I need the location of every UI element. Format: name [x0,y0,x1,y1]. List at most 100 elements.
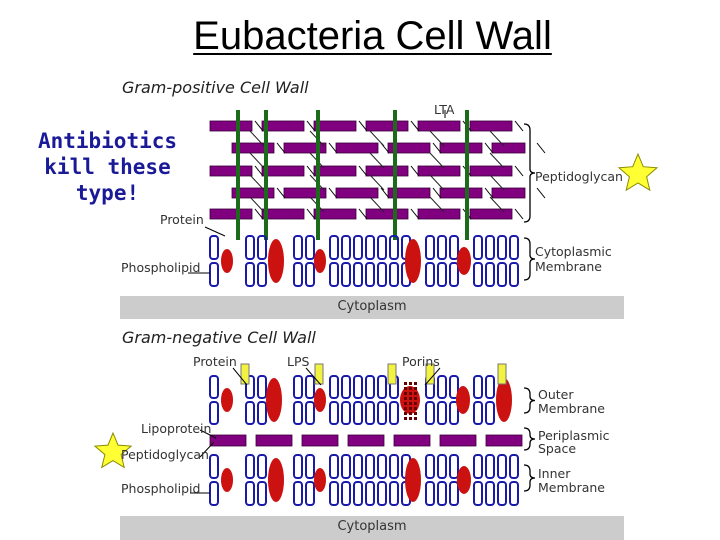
gp-phospholipid [257,262,267,287]
gn-inner-phospholipid [293,454,303,479]
porin-dot [404,392,407,395]
gp-phospholipid [305,235,315,260]
porin-dot [414,412,417,415]
gn-inner-phospholipid [353,454,363,479]
gp-phospholipid [257,235,267,260]
gp-phospholipid [485,235,495,260]
gn-inner-protein [268,458,284,502]
gp-phospholipid [365,235,375,260]
gn-outer-phospholipid [245,375,255,399]
gp-peptidoglycan-layer [209,120,546,220]
gn-outer-phospholipid [353,375,363,399]
gn-outer-phospholipid [341,375,351,399]
peptide-crosslink [429,130,445,147]
gn-inner-phospholipid [329,454,339,479]
peptidoglycan-strand [283,187,327,199]
gn-inner-phospholipid [497,454,507,479]
peptidoglycan-strand [387,187,431,199]
pointer-line [199,429,217,439]
peptidoglycan-strand [335,142,379,154]
peptidoglycan-strand [335,187,379,199]
gn-inner-phospholipid [245,481,255,506]
peptide-crosslink [369,196,385,213]
peptide-crosslink [432,142,442,154]
peptide-crosslink [484,187,494,199]
gn-outer-phospholipid [437,375,447,399]
porin-dot [409,382,412,385]
gn-inner-protein [457,466,471,494]
lps-chain [314,363,324,385]
gp-phospholipid [209,262,219,287]
gp-heading: Gram-positive Cell Wall [122,78,309,97]
gn-outer-phospholipid [485,401,495,425]
peptide-crosslink [249,196,265,213]
peptide-crosslink [380,187,390,199]
peptidoglycan-strand [209,120,253,132]
peptidoglycan-strand [209,208,253,220]
peptide-crosslink [328,187,338,199]
gp-phospholipid [293,262,303,287]
peptide-crosslink [536,187,546,199]
gp-phospholipid-label: Phospholipid [121,260,201,275]
porin-dot [414,402,417,405]
gp-phospholipid [341,262,351,287]
gn-cytoplasm-label: Cytoplasm [337,519,407,534]
gn-outer-phospholipid [377,401,387,425]
gn-inner-membrane [209,454,519,506]
gn-peptidoglycan-layer [209,434,523,447]
gp-cytoplasmic-membrane [209,235,519,287]
gn-porin [404,382,417,420]
porin-dot [404,397,407,400]
gn-inner-phospholipid [245,454,255,479]
peptide-crosslink [306,208,316,220]
gn-inner-phospholipid [389,454,399,479]
gp-cytoplasm-band [120,296,624,319]
gn-protein-label: Protein [193,354,237,369]
peptide-crosslink [369,152,385,169]
peptidoglycan-strand [283,142,327,154]
gp-phospholipid [245,262,255,287]
lps-chain [387,363,397,385]
gn-inner-phospholipid [353,481,363,506]
gn-outer-phospholipid [449,401,459,425]
brace-icon [523,427,536,451]
porin-dot [414,382,417,385]
gn-peptidoglycan-strand [255,434,293,447]
gn-inner-phospholipid [305,454,315,479]
peptidoglycan-strand [469,165,513,177]
gp-phospholipid [425,235,435,260]
peptide-crosslink [489,174,505,191]
brace-icon [523,237,536,281]
gn-inner-phospholipid [509,481,519,506]
gp-phospholipid [437,235,447,260]
peptide-crosslink [410,208,420,220]
gp-phospholipid [209,235,219,260]
gn-inner-phospholipid [389,481,399,506]
gn-inner-phospholipid [437,454,447,479]
gp-cytoplasmic-label-2: Membrane [535,259,602,274]
peptidoglycan-strand [313,120,357,132]
gp-cytoplasmic-label-1: Cytoplasmic [535,244,612,259]
gp-lta-group [236,110,469,240]
gn-inner-phospholipid [473,481,483,506]
pointer-line [305,367,322,386]
peptide-crosslink [306,165,316,177]
lps-chain [240,363,250,385]
peptide-crosslink [249,152,265,169]
gp-phospholipid [497,235,507,260]
gn-lps-group [240,363,507,385]
gn-outer-protein [496,378,512,422]
peptide-crosslink [489,152,505,169]
gn-outer-phospholipid [293,375,303,399]
porin-dot [404,387,407,390]
porin-dot [404,402,407,405]
peptide-crosslink [254,120,264,132]
gp-cytoplasm-label: Cytoplasm [337,299,407,314]
gn-peptidoglycan-strand [301,434,339,447]
star-icon [93,431,133,469]
brace-icon [523,387,536,414]
gn-outer-phospholipid [473,401,483,425]
peptide-crosslink [276,142,286,154]
gp-phospholipid [389,262,399,287]
porin-dot [409,417,412,420]
